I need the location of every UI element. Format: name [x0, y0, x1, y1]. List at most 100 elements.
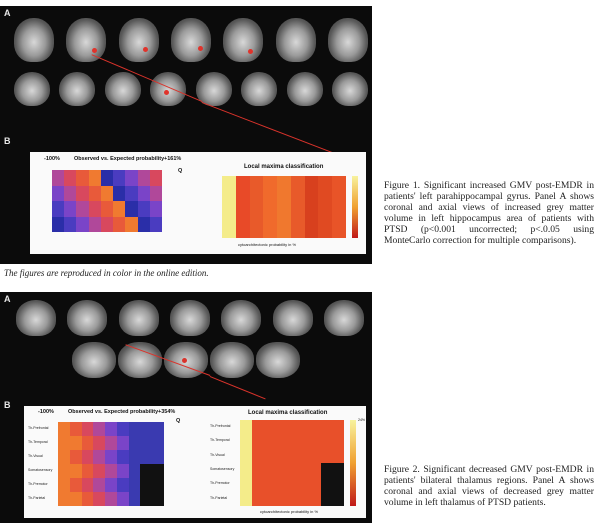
brain-slice [66, 18, 107, 62]
heatmap-cell [113, 185, 126, 201]
heatmap-cell [309, 491, 321, 506]
heatmap-cell [286, 448, 298, 463]
left-header: -100% [44, 156, 60, 162]
heatmap-cell [235, 176, 250, 238]
heatmap-cell [274, 477, 287, 492]
brain-slice [223, 18, 264, 62]
left-percent: +354% [158, 409, 176, 415]
heatmap-cell [125, 216, 138, 232]
heatmap-cell [297, 434, 310, 449]
color-scale [352, 176, 358, 238]
heatmap-cell [332, 420, 344, 435]
q-label: Q [176, 418, 181, 424]
heatmap-cell [240, 434, 252, 449]
heatmap-cell [58, 436, 70, 450]
heatmap-cell [105, 436, 117, 450]
heatmap-cell [286, 462, 298, 478]
heatmap-cell [69, 450, 82, 464]
heatmap-cell [58, 492, 70, 506]
heatmap-cell [152, 450, 164, 464]
brain-slice [275, 18, 316, 62]
figure-1: A B -100% Observed vs. Expected probabil… [0, 6, 372, 264]
brain-slice [118, 300, 159, 336]
heatmap-cell [274, 491, 287, 506]
heatmap-cell [332, 477, 344, 492]
coronal-row [16, 300, 364, 336]
heatmap-cell [100, 216, 114, 232]
heatmap-cell [251, 434, 264, 449]
x-axis-label: cytoarchitectonic probability in % [238, 242, 297, 247]
heatmap-cell [320, 434, 333, 449]
heatmap-cell [290, 176, 305, 238]
heatmap-cell [240, 420, 252, 435]
left-percent: +161% [164, 156, 182, 162]
heatmap-cell [149, 216, 162, 232]
heatmap-cell [105, 450, 117, 464]
brain-slice [256, 342, 300, 378]
brain-slice [14, 72, 50, 106]
heatmap-cell [69, 436, 82, 450]
heatmap-cell [297, 491, 310, 506]
heatmap-cell [113, 201, 126, 217]
heatmap-cell [297, 420, 310, 435]
brain-slice [104, 72, 141, 106]
heatmap-cell [88, 216, 101, 232]
heatmap-cell [263, 448, 275, 463]
heatmap-cell [69, 492, 82, 506]
brain-slice [327, 18, 368, 62]
row-label: Th-Parietal [210, 495, 228, 500]
heatmap-cell [263, 420, 275, 435]
heatmap-cell [149, 185, 162, 201]
brain-slice [150, 72, 187, 106]
heatmap-cell [240, 448, 252, 463]
heatmap-cell [263, 176, 278, 238]
left-header: -100% [38, 409, 54, 415]
heatmap-cell [137, 201, 150, 217]
heatmap-cell [88, 170, 101, 186]
heatmap-cell [297, 477, 310, 492]
brain-slice [59, 72, 96, 106]
heatmap-cell [93, 422, 106, 436]
heatmap-cell [286, 420, 298, 435]
panel-a-label: A [4, 8, 11, 18]
brain-slice [67, 300, 108, 336]
brain-slice [118, 342, 162, 378]
heatmap-cell [240, 462, 252, 478]
brain-slice [16, 300, 56, 336]
heatmap-cell [52, 216, 65, 232]
left-title: Observed vs. Expected probability [68, 409, 159, 415]
heatmap-cell [320, 448, 333, 463]
heatmap-cell [64, 201, 77, 217]
heatmap-cell [81, 422, 94, 436]
heatmap-cell [152, 464, 164, 478]
heatmap-cell [320, 420, 333, 435]
heatmap-cell [116, 478, 129, 492]
brain-slice [286, 72, 323, 106]
heatmap-cell [263, 477, 275, 492]
heatmap-cell [286, 491, 298, 506]
heatmap-cell [88, 201, 101, 217]
q-label: Q [178, 168, 183, 174]
heatmap-cell [140, 450, 153, 464]
observed-expected-grid [58, 422, 164, 506]
heatmap-panel: -100% Observed vs. Expected probability … [30, 152, 366, 254]
heatmap-cell [113, 216, 126, 232]
observed-expected-grid [52, 170, 162, 232]
row-label: Th-Parietal [28, 496, 46, 500]
row-label: Th-Temporal [28, 440, 48, 444]
heatmap-cell [152, 422, 164, 436]
heatmap-cell [105, 478, 117, 492]
heatmap-cell [249, 176, 264, 238]
heatmap-cell [81, 436, 94, 450]
x-axis-label: cytoarchitectonic probability in % [260, 509, 319, 514]
heatmap-cell [286, 477, 298, 492]
heatmap-cell [93, 450, 106, 464]
heatmap-cell [152, 436, 164, 450]
local-maxima-grid [222, 176, 346, 238]
panel-b-label: B [4, 136, 11, 146]
brain-slice [210, 342, 254, 378]
heatmap-cell [93, 464, 106, 478]
heatmap-cell [52, 201, 65, 217]
heatmap-cell [149, 201, 162, 217]
heatmap-cell [274, 448, 287, 463]
